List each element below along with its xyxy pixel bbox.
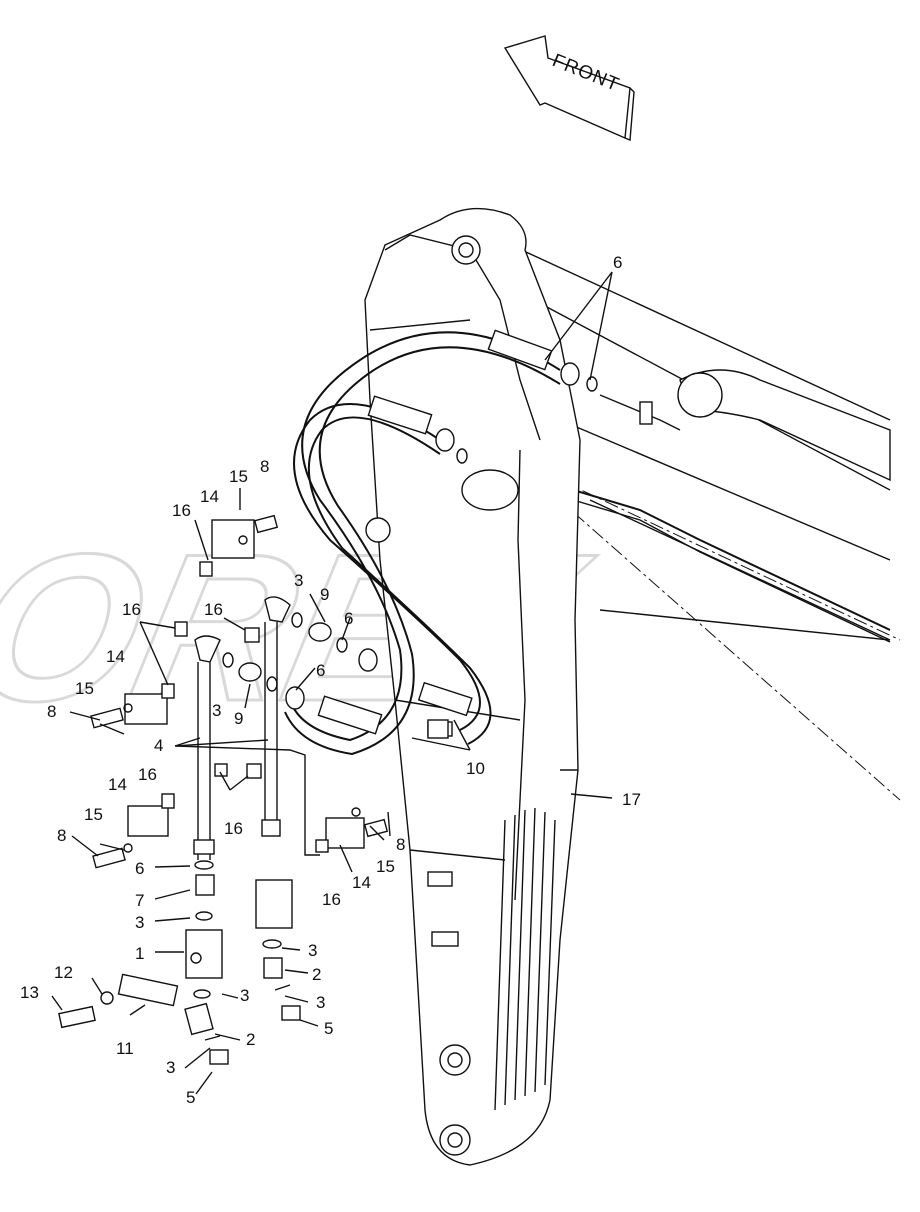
callout-11: 11: [116, 1039, 134, 1058]
callout-3: 3: [212, 701, 221, 720]
fittings-center: [222, 612, 348, 692]
callout-6: 6: [135, 859, 144, 878]
callout-3: 3: [308, 941, 317, 960]
callout-16: 16: [204, 600, 223, 619]
callout-3: 3: [166, 1058, 175, 1077]
callout-12: 12: [54, 963, 73, 982]
hose-loop: [284, 329, 598, 756]
callout-13: 13: [20, 983, 39, 1002]
callout-5: 5: [186, 1088, 195, 1107]
front-arrow: FRONT: [503, 35, 635, 142]
leader-lines: [51, 271, 613, 1095]
callout-14: 14: [200, 487, 219, 506]
callout-5: 5: [324, 1019, 333, 1038]
callout-15: 15: [84, 805, 103, 824]
boom: [479, 239, 901, 801]
callout-16: 16: [122, 600, 141, 619]
callout-16: 16: [224, 819, 243, 838]
callout-labels: 6 17 10 15 8 14 16 3 9 6 16 16 3 6 9 14 …: [20, 253, 641, 1107]
callout-9: 9: [320, 585, 329, 604]
clamps-left: [58, 514, 389, 1029]
callout-16: 16: [138, 765, 157, 784]
callout-4: 4: [154, 736, 163, 755]
callout-16: 16: [322, 890, 341, 909]
callout-15: 15: [75, 679, 94, 698]
callout-3: 3: [316, 993, 325, 1012]
callout-6: 6: [613, 253, 622, 272]
callout-8: 8: [47, 702, 56, 721]
callout-3: 3: [240, 986, 249, 1005]
callout-17: 17: [622, 790, 641, 809]
callout-15: 15: [229, 467, 248, 486]
callout-6: 6: [316, 661, 325, 680]
callout-14: 14: [352, 873, 371, 892]
callout-7: 7: [135, 891, 144, 910]
callout-2: 2: [312, 965, 321, 984]
callout-8: 8: [57, 826, 66, 845]
callout-16: 16: [172, 501, 191, 520]
callout-10: 10: [466, 759, 485, 778]
pipes-left: [184, 596, 301, 1065]
callout-15: 15: [376, 857, 395, 876]
callout-6: 6: [344, 609, 353, 628]
callout-1: 1: [135, 944, 144, 963]
callout-3: 3: [294, 571, 303, 590]
callout-14: 14: [108, 775, 127, 794]
callout-9: 9: [234, 709, 243, 728]
callout-14: 14: [106, 647, 125, 666]
callout-8: 8: [396, 835, 405, 854]
callout-2: 2: [246, 1030, 255, 1049]
callout-8: 8: [260, 457, 269, 476]
callout-3: 3: [135, 913, 144, 932]
arm: [364, 207, 581, 1166]
